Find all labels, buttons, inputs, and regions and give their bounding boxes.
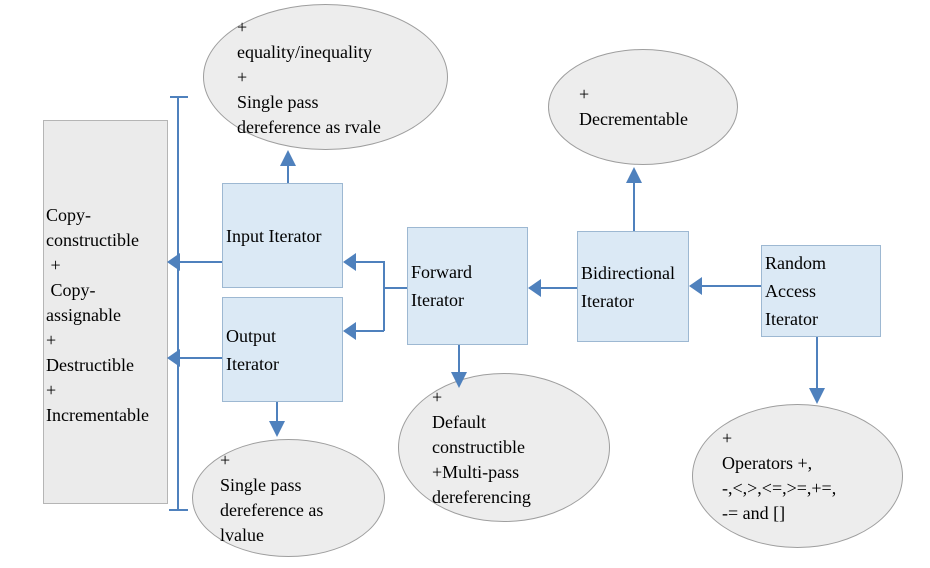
arrow-input-to-base-shaft [180, 261, 222, 263]
base-requirements-panel: Copy- constructible + Copy- assignable +… [43, 120, 168, 504]
box-output-iterator: Output Iterator [222, 297, 343, 402]
arrow-random-to-bidirectional-shaft [702, 285, 761, 287]
scope-bracket-top-cap [170, 96, 188, 98]
box-bidirectional-iterator: Bidirectional Iterator [577, 231, 689, 342]
arrow-bidirectional-to-decrementable-head-icon [626, 167, 642, 183]
ellipse-output-requirements-text: + Single pass dereference as lvalue [220, 450, 324, 545]
ellipse-forward-requirements: + Default constructible +Multi-pass dere… [398, 373, 610, 522]
scope-bracket-bottom-cap [169, 509, 188, 511]
arrow-output-to-requirements-shaft [276, 402, 278, 421]
arrow-bidirectional-to-forward-shaft [541, 287, 577, 289]
arrow-forward-branch-stem [384, 287, 407, 289]
arrow-input-to-requirements-head-icon [280, 150, 296, 166]
arrow-bidirectional-to-forward-head-icon [528, 279, 541, 297]
ellipse-input-requirements: + equality/inequality + Single pass dere… [203, 4, 448, 150]
arrow-forward-branch-vertical [383, 261, 385, 331]
arrow-forward-to-requirements-shaft [458, 345, 460, 372]
ellipse-input-requirements-text: + equality/inequality + Single pass dere… [237, 16, 381, 137]
arrow-output-to-base-head-icon [167, 349, 180, 367]
ellipse-bidirectional-requirements-text: + Decrementable [579, 84, 688, 129]
arrow-input-to-base-head-icon [167, 253, 180, 271]
ellipse-bidirectional-requirements: + Decrementable [548, 49, 738, 165]
arrow-forward-to-output-shaft [356, 330, 384, 332]
arrow-input-to-requirements-shaft [287, 166, 289, 183]
ellipse-forward-requirements-text: + Default constructible +Multi-pass dere… [432, 387, 531, 507]
arrow-forward-to-input-shaft [356, 261, 384, 263]
ellipse-random-access-requirements-text: + Operators +, -,<,>,<=,>=,+=, -= and [] [722, 428, 837, 523]
box-input-iterator: Input Iterator [222, 183, 343, 288]
scope-bracket-line [177, 97, 179, 511]
arrow-output-to-base-shaft [180, 357, 222, 359]
arrow-forward-to-output-head-icon [343, 322, 356, 340]
arrow-output-to-requirements-head-icon [269, 421, 285, 437]
arrow-random-to-operators-head-icon [809, 388, 825, 404]
arrow-random-to-operators-shaft [816, 337, 818, 388]
ellipse-output-requirements: + Single pass dereference as lvalue [192, 439, 385, 557]
arrow-forward-to-input-head-icon [343, 253, 356, 271]
box-bidirectional-iterator-label: Bidirectional Iterator [581, 262, 675, 311]
base-requirements-text: Copy- constructible + Copy- assignable +… [46, 205, 149, 425]
box-forward-iterator: Forward Iterator [407, 227, 528, 345]
arrow-random-to-bidirectional-head-icon [689, 277, 702, 295]
arrow-bidirectional-to-decrementable-shaft [633, 183, 635, 231]
box-random-access-iterator: Random Access Iterator [761, 245, 881, 337]
box-input-iterator-label: Input Iterator [226, 225, 322, 246]
arrow-forward-to-requirements-head-icon [451, 372, 467, 388]
box-forward-iterator-label: Forward Iterator [411, 262, 472, 310]
box-random-access-iterator-label: Random Access Iterator [765, 253, 826, 329]
box-output-iterator-label: Output Iterator [226, 325, 279, 374]
ellipse-random-access-requirements: + Operators +, -,<,>,<=,>=,+=, -= and [] [692, 404, 903, 548]
